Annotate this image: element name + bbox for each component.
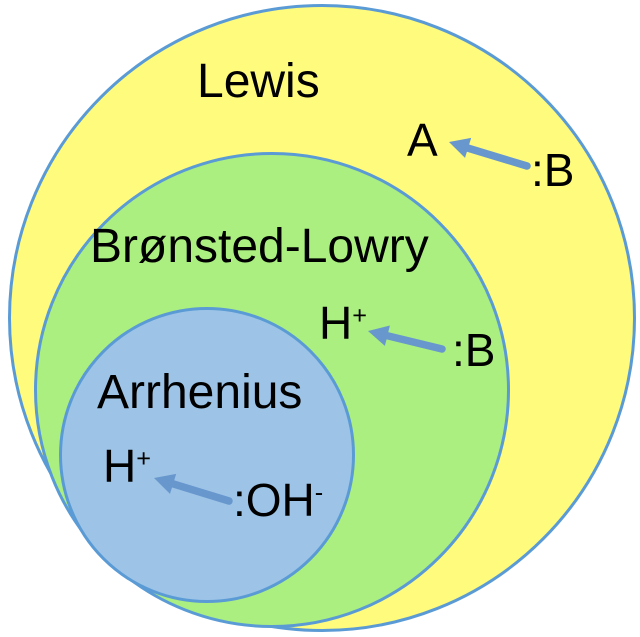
arrhenius-acceptor-superscript: + <box>136 444 152 473</box>
bronsted-donor-species: :B <box>452 327 495 373</box>
arrhenius-donor-superscript: - <box>314 478 324 507</box>
bronsted-acceptor-base: H <box>319 297 353 349</box>
arrhenius-acceptor-base: H <box>103 440 137 492</box>
lewis-acceptor-base: A <box>407 114 438 166</box>
lewis-donor-base: :B <box>531 144 575 196</box>
bronsted-donor-base: :B <box>452 324 496 376</box>
lewis-label: Lewis <box>197 55 320 108</box>
arrhenius-acceptor-species: H+ <box>103 443 151 489</box>
arrhenius-label: Arrhenius <box>97 366 303 419</box>
lewis-donor-species: :B <box>531 147 574 193</box>
bronsted-acceptor-superscript: + <box>352 301 368 330</box>
arrhenius-donor-species: :OH- <box>233 477 323 523</box>
lewis-acceptor-species: A <box>407 117 438 163</box>
bronsted-acceptor-species: H+ <box>319 300 367 346</box>
arrhenius-donor-base: :OH <box>233 474 315 526</box>
bronsted-lowry-label: Brønsted-Lowry <box>90 220 429 273</box>
arrhenius-circle <box>59 307 355 603</box>
